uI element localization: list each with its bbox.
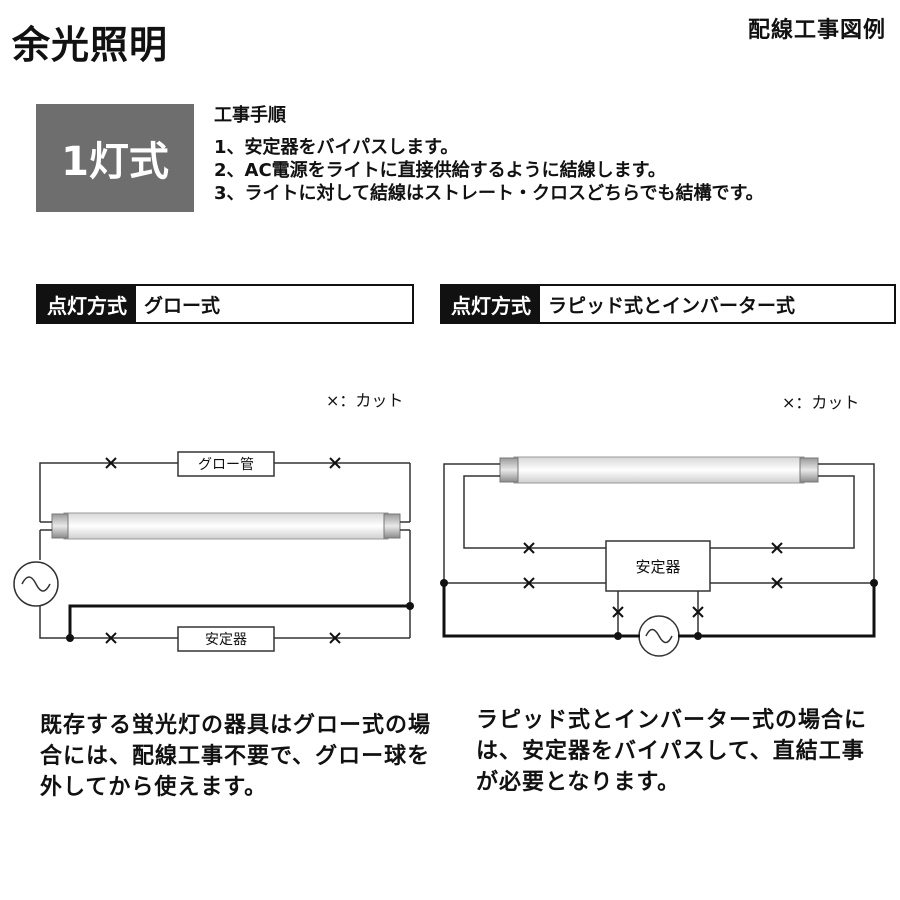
bypass-wire bbox=[68, 604, 410, 638]
cut-mark bbox=[105, 632, 117, 644]
ballast-label: 安定器 bbox=[205, 632, 247, 648]
fluorescent-tube bbox=[513, 456, 805, 484]
junction-dot bbox=[870, 579, 878, 587]
ac-wave-icon bbox=[21, 576, 51, 592]
wire bbox=[818, 463, 875, 583]
rapid-inverter-caption: ラピッド式とインバーター式の場合には、安定器をバイパスして、直結工事が必要となり… bbox=[476, 708, 868, 795]
junction-dot bbox=[614, 632, 622, 640]
lighting-mode-glow: 点灯方式 グロー式 bbox=[36, 284, 414, 324]
cut-mark bbox=[771, 542, 783, 554]
procedure-title: 工事手順 bbox=[214, 105, 286, 126]
wire bbox=[443, 463, 500, 583]
lighting-mode-label: 点灯方式 bbox=[442, 286, 540, 322]
cut-legend: ×：カット bbox=[326, 391, 403, 410]
cut-mark bbox=[523, 542, 535, 554]
cut-marks bbox=[105, 457, 341, 644]
cut-mark bbox=[692, 606, 704, 618]
cut-mark bbox=[329, 632, 341, 644]
tube-end-cap bbox=[499, 457, 519, 483]
lighting-mode-value: ラピッド式とインバーター式 bbox=[548, 294, 796, 317]
cut-mark bbox=[105, 457, 117, 469]
tube-end-cap bbox=[383, 513, 401, 539]
fluorescent-tube bbox=[63, 512, 389, 540]
procedure-step-3: 3、ライトに対して結線はストレート・クロスどちらでも結構です。 bbox=[214, 183, 764, 204]
rapid-inverter-wiring-diagram: ×：カット 安定器 bbox=[440, 393, 878, 657]
wire bbox=[678, 591, 699, 637]
ballast bbox=[177, 626, 275, 652]
procedure-steps: 工事手順 1、安定器をバイパスします。 2、AC電源をライトに直接供給するように… bbox=[214, 104, 764, 205]
cut-legend: ×：カット bbox=[782, 393, 859, 412]
wire bbox=[39, 606, 178, 639]
wire bbox=[710, 475, 855, 549]
lighting-mode-value: グロー式 bbox=[144, 294, 221, 317]
glow-type-caption: 既存する蛍光灯の器具はグロー式の場合には、配線工事不要で、グロー球を外してから使… bbox=[40, 713, 432, 800]
junction-dot bbox=[694, 632, 702, 640]
lamp-type-label: 1灯式 bbox=[61, 139, 169, 185]
ballast-label: 安定器 bbox=[635, 558, 680, 576]
junction-dot bbox=[440, 579, 448, 587]
ballast bbox=[605, 540, 711, 592]
lighting-mode-label: 点灯方式 bbox=[38, 286, 136, 322]
bypass-wire bbox=[442, 583, 640, 638]
lamp-type-badge: 1灯式 bbox=[36, 104, 194, 212]
wire bbox=[463, 475, 606, 549]
cut-mark bbox=[771, 577, 783, 589]
glow-starter-label: グロー管 bbox=[198, 457, 254, 473]
cut-marks bbox=[523, 542, 783, 618]
wire bbox=[617, 591, 640, 637]
cut-mark bbox=[523, 577, 535, 589]
document-title: 配線工事図例 bbox=[747, 18, 886, 43]
cut-mark bbox=[329, 457, 341, 469]
junction-dot bbox=[66, 634, 74, 642]
junction-dot bbox=[406, 602, 414, 610]
procedure-step-1: 1、安定器をバイパスします。 bbox=[214, 137, 459, 158]
tube-end-cap bbox=[799, 457, 819, 483]
cut-mark bbox=[612, 606, 624, 618]
ac-wave-icon bbox=[645, 628, 673, 644]
brand-name: 余光照明 bbox=[12, 23, 169, 67]
tube-end-cap bbox=[51, 513, 69, 539]
glow-starter bbox=[177, 451, 275, 477]
bypass-wire bbox=[678, 583, 876, 638]
lighting-mode-rapid-inverter: 点灯方式 ラピッド式とインバーター式 bbox=[440, 284, 896, 324]
procedure-step-2: 2、AC電源をライトに直接供給するように結線します。 bbox=[214, 160, 666, 181]
glow-wiring-diagram: ×：カット グロー管 安定器 bbox=[13, 391, 414, 652]
wire bbox=[39, 462, 178, 522]
